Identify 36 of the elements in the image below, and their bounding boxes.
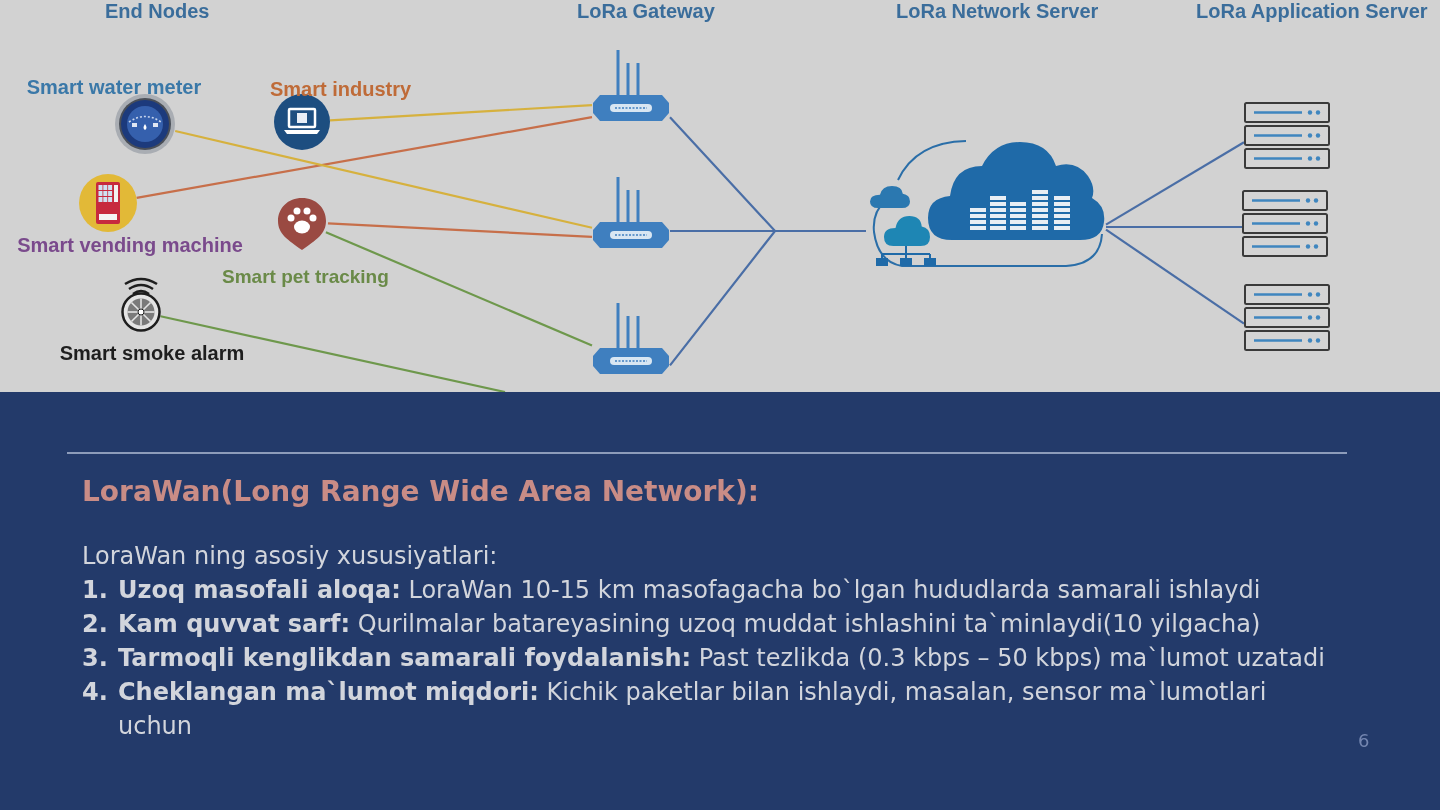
router-icon	[592, 176, 670, 248]
column-heading: End Nodes	[105, 0, 210, 22]
list-item-text: Tarmoqli kenglikdan samarali foydalanish: Past tezlikda (0.3 kbps – 50 kbps) ma`lumot uzatadi	[118, 643, 1326, 674]
device-label: Smart water meter	[26, 76, 202, 98]
connector-line	[325, 231, 593, 347]
page-number: 6	[1358, 729, 1370, 753]
connector-line	[160, 315, 506, 392]
connector-line	[669, 229, 866, 367]
list-item-text: Kam quvvat sarf: Qurilmalar batareyasining uzoq muddat ishlashini ta`minlaydi(10 yilgacha)	[118, 609, 1262, 640]
column-heading: LoRa Gateway	[577, 0, 715, 22]
device-label: Smart industry	[270, 78, 412, 100]
connector-line	[1106, 225, 1242, 229]
column-heading: LoRa Network Server	[896, 0, 1099, 22]
router-icon	[592, 302, 670, 374]
list-number: 2.	[82, 609, 108, 640]
list-item-text: Cheklangan ma`lumot miqdori: Kichik paketlar bilan ishlaydi, masalan, sensor ma`lumotlari uchun	[118, 677, 1268, 742]
intro-text: LoraWan ning asosiy xususiyatlari:	[82, 541, 498, 572]
server-rack-icon	[1242, 190, 1328, 258]
column-heading: LoRa Application Server	[1196, 0, 1428, 22]
connector-line	[136, 116, 593, 199]
list-number: 4.	[82, 677, 108, 708]
server-rack-icon	[1244, 102, 1330, 170]
list-number: 3.	[82, 643, 108, 674]
device-label: Smart pet tracking	[222, 266, 389, 288]
list-number: 1.	[82, 575, 108, 606]
connector-line	[174, 129, 593, 229]
router-icon	[592, 49, 670, 121]
connector-line	[327, 222, 593, 238]
connector-line	[1105, 228, 1245, 325]
section-title: LoraWan(Long Range Wide Area Network):	[82, 475, 759, 509]
server-rack-icon	[1244, 284, 1330, 352]
list-item-text: Uzoq masofali aloqa: LoraWan 10-15 km masofagacha bo`lgan hududlarda samarali ishlaydi	[118, 575, 1262, 606]
connector-line	[1105, 141, 1245, 226]
connector-line	[329, 104, 593, 122]
device-label: Smart smoke alarm	[59, 342, 245, 364]
device-label: Smart vending machine	[17, 234, 243, 256]
